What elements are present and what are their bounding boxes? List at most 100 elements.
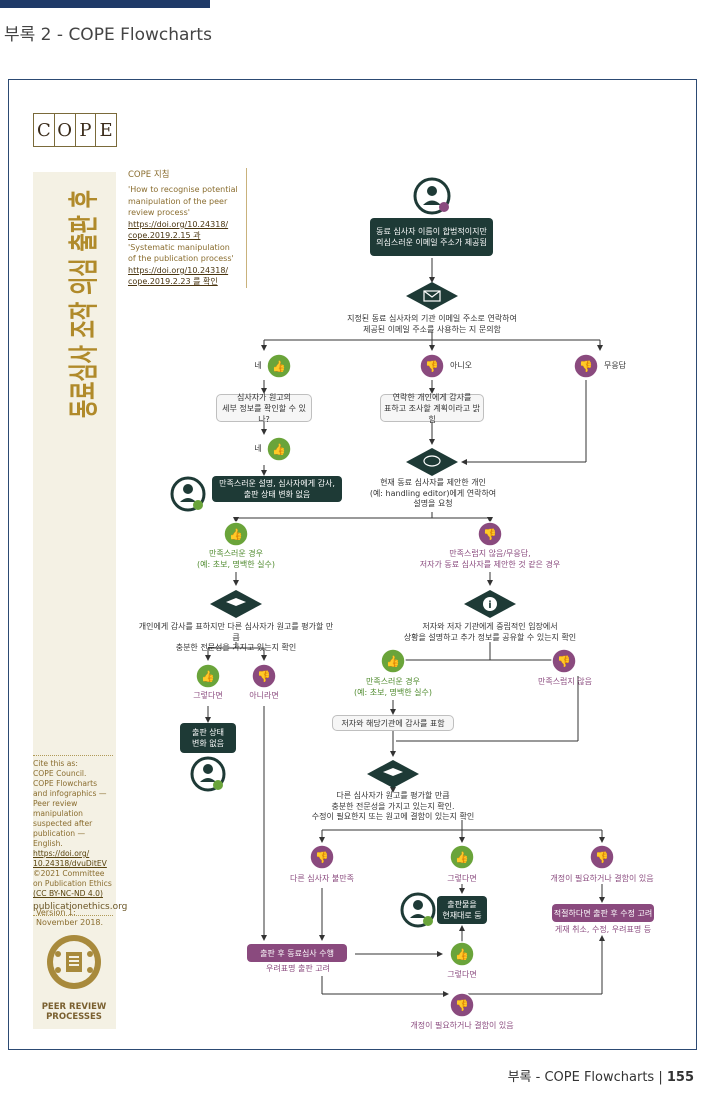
- thank-line: 출판 상태 변화 없음: [243, 490, 311, 499]
- svg-text:👍: 👍: [229, 528, 243, 541]
- satisfied-explanation-box: 만족스러운 설명, 심사자에게 감사, 출판 상태 변화 없음: [212, 476, 342, 502]
- if-yes-label: 그렇다면: [193, 691, 223, 700]
- svg-text:👍: 👍: [455, 851, 469, 864]
- page-footer: 부록 - COPE Flowcharts | 155: [508, 1066, 694, 1085]
- unsatisfied-case-label: 만족스럽지 않음/무응답,저자가 동료 심사자를 제안한 것 같은 경우: [400, 549, 580, 570]
- sat-line: 만족스러운 경우: [208, 549, 264, 558]
- svg-text:👎: 👎: [257, 670, 271, 683]
- cite-line: publication — English.: [33, 829, 86, 848]
- thumbs-up-icon: [266, 353, 292, 379]
- svg-text:👍: 👍: [455, 948, 469, 961]
- cite-line: COPE Council.: [33, 769, 87, 778]
- keep-line: 현재대로 둠: [442, 911, 482, 920]
- detail-line: 심사자가 원고의: [236, 392, 292, 402]
- footer-text: 부록 - COPE Flowcharts |: [507, 1070, 663, 1085]
- other-line: 충분한 전문성을 가지고 있는지 확인: [175, 643, 297, 652]
- if-yes-label: 그렇다면: [447, 970, 477, 979]
- website-link[interactable]: publicationethics.org: [33, 902, 127, 916]
- info-icon: [483, 597, 497, 611]
- post-review-box: 출판 후 동료심사 수행: [247, 944, 347, 962]
- yes-label: 네: [254, 444, 262, 453]
- handling-question: 현재 동료 심사자를 제안한 개인(예: handling editor)에게 …: [352, 478, 514, 510]
- cite-line: ©2021 Committee: [33, 869, 105, 878]
- top-accent-bar: [0, 0, 210, 8]
- vertical-title-text: 동료심사 조작 의심 출판 후: [67, 190, 102, 418]
- thumbs-up-icon: [195, 663, 221, 689]
- sidebar-panel: [33, 172, 116, 1029]
- start-line: 동료 심사자 이름이 합법적이지만: [376, 227, 487, 236]
- graduation-cap-icon: [383, 768, 403, 776]
- other-unsatisfied-label: 다른 심사자 불만족: [290, 874, 354, 883]
- vertical-title: 동료심사 조작 의심 출판 후: [67, 190, 102, 418]
- thumbs-up-icon: [449, 844, 475, 870]
- thumbs-down-icon: [573, 353, 599, 379]
- person-question-icon: [413, 177, 451, 215]
- guidance-doi-link[interactable]: https://doi.org/10.24318/: [128, 219, 229, 229]
- envelope-icon: [423, 290, 441, 302]
- thumbs-down-icon: [251, 663, 277, 689]
- badge-label-line: PROCESSES: [46, 1012, 102, 1022]
- thumbs-down-icon: [477, 521, 503, 547]
- peer-review-badge-icon: [47, 935, 101, 989]
- svg-text:👎: 👎: [557, 655, 571, 668]
- guidance-line: review process': [128, 208, 190, 217]
- thumbs-up-icon: [449, 941, 475, 967]
- expertise-line: 충분한 전문성을 가지고 있는지 확인.: [331, 801, 455, 811]
- logo-letter: E: [99, 119, 113, 141]
- thumbs-down-icon: [449, 992, 475, 1018]
- cite-doi-link[interactable]: https://doi.org/: [33, 849, 90, 858]
- license-link[interactable]: (CC BY-NC-ND 4.0): [33, 889, 103, 898]
- thank-line: 만족스러운 설명, 심사자에게 감사,: [219, 479, 335, 488]
- satisfied-case-label: 만족스러운 경우(예: 초보, 명백한 실수): [186, 549, 286, 570]
- svg-text:👎: 👎: [425, 360, 439, 373]
- thumbs-up-icon: [380, 648, 406, 674]
- cite-line: Peer review: [33, 799, 78, 808]
- cite-line: COPE Flowcharts: [33, 779, 98, 788]
- guidance-doi-link[interactable]: cope.2019.2.15 과: [128, 231, 201, 240]
- cite-line: Cite this as:: [33, 759, 78, 768]
- svg-text:👍: 👍: [201, 670, 215, 683]
- no-reply-label: 무응답: [603, 361, 627, 370]
- cite-doi-link[interactable]: 10.24318/dvuDitEV: [33, 859, 107, 868]
- svg-text:👎: 👎: [595, 851, 609, 864]
- logo-letter: C: [34, 114, 55, 146]
- guidance-line: of the publication process': [128, 254, 234, 263]
- svg-text:👎: 👎: [455, 999, 469, 1012]
- sat2-line: 만족스러운 경우: [365, 677, 421, 686]
- svg-text:👎: 👎: [315, 851, 329, 864]
- other-line: 개인에게 감사를 표하지만 다른 심사자가 원고를 평가할 만큼: [138, 622, 334, 642]
- thumbs-down-icon: [589, 844, 615, 870]
- thumbs-down-icon: [419, 353, 445, 379]
- decision-diamond: [406, 282, 458, 310]
- no-label: 아니오: [449, 361, 473, 370]
- decision-diamond: [406, 448, 458, 476]
- cite-line: on Publication Ethics: [33, 879, 112, 888]
- email-question-line: 제공된 이메일 주소를 사용하는 지 문의함: [363, 324, 501, 334]
- keep-line: 출판물을: [447, 900, 477, 909]
- version-info: Version 1: November 2018.: [36, 908, 114, 928]
- guidance-doi-link[interactable]: https://doi.org/10.24318/: [128, 265, 229, 275]
- no-change-line: 변화 없음: [192, 739, 224, 748]
- needs-fix-label: 개정이 필요하거나 결함이 있음: [410, 1021, 514, 1030]
- thumbs-up-icon: [266, 436, 292, 462]
- concern-label: 우려표명 출판 고려: [266, 964, 330, 973]
- guidance-doi-link[interactable]: cope.2019.2.23 를 확인: [128, 277, 218, 286]
- version-line: Version 1:: [36, 908, 76, 917]
- if-yes-label: 그렇다면: [447, 874, 477, 883]
- person-check-icon: [400, 892, 436, 928]
- yes-label: 네: [254, 361, 262, 370]
- contact-line: 표하고 조사할 계획이라고 밝힘: [384, 403, 480, 424]
- sat-line: (예: 초보, 명백한 실수): [197, 559, 275, 569]
- unsat-line: 저자가 동료 심사자를 제안한 것 같은 경우: [419, 559, 561, 569]
- thumbs-down-icon: [309, 844, 335, 870]
- badge-label: PEER REVIEW PROCESSES: [33, 1002, 115, 1022]
- thumbs-down-icon: [551, 648, 577, 674]
- satisfied-case-label: 만족스러운 경우(예: 초보, 명백한 실수): [343, 677, 443, 698]
- detail-line: 세부 정보를 확인할 수 있나?: [222, 403, 306, 424]
